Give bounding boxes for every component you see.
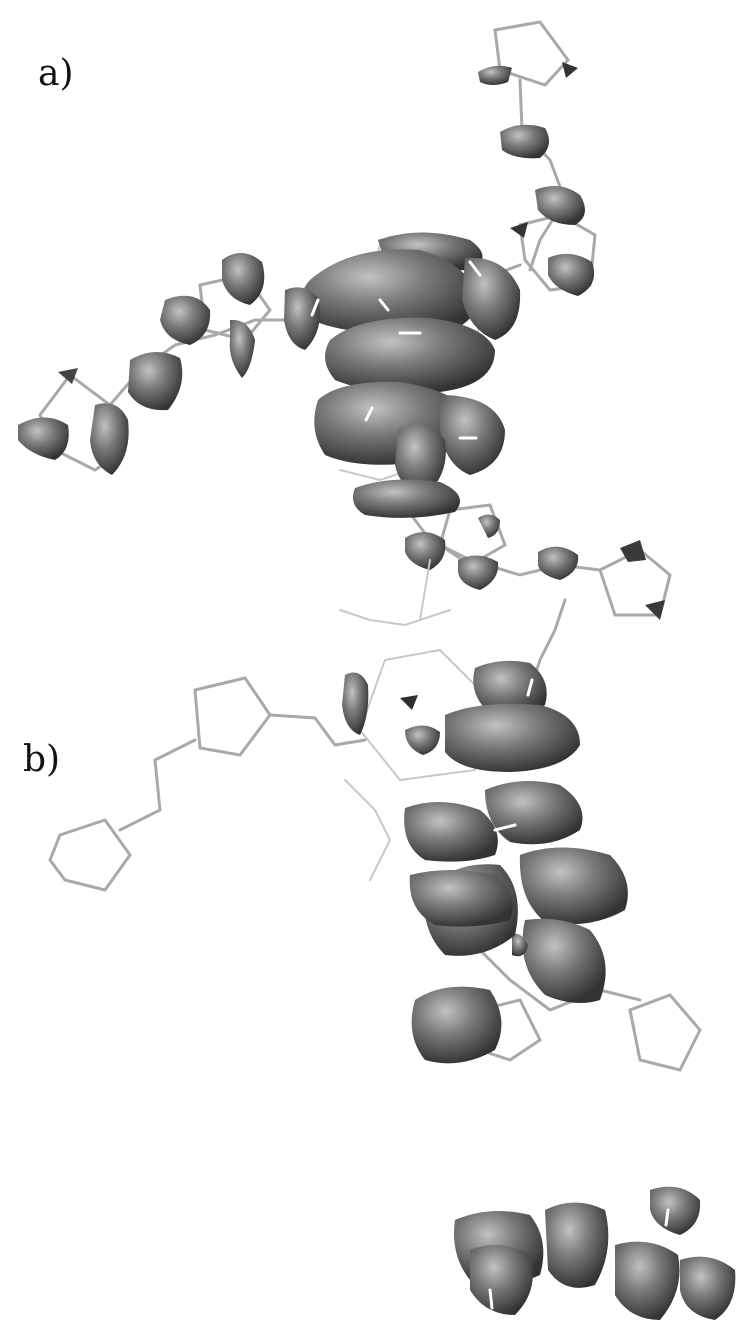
orbital-lobe (400, 695, 418, 710)
bond-chain-b1 (268, 713, 367, 747)
orbital-lobe (650, 1186, 701, 1235)
orbital-lobe (462, 257, 521, 340)
orbital-lobe (405, 531, 446, 570)
orbital-lobe (18, 417, 69, 460)
bond-highlight (310, 298, 320, 317)
bond-chain-a1 (518, 78, 567, 272)
orbital-lobe (445, 703, 580, 772)
orbital-lobe (512, 933, 528, 957)
substituent-b1 (339, 609, 451, 627)
bond-highlight (468, 260, 482, 277)
panel-b-label: b) (23, 739, 61, 780)
orbital-lobe (562, 62, 578, 78)
orbital-lobe (458, 555, 499, 590)
orbital-lobe (58, 368, 78, 384)
orbital-lobe (405, 725, 440, 755)
orbital-lobe (548, 253, 595, 296)
bond-highlight (488, 1288, 494, 1310)
bond-highlight (378, 298, 390, 312)
thiophene-ring-b5 (628, 993, 702, 1072)
orbital-lobe (404, 801, 498, 862)
orbital-lobe (440, 395, 505, 475)
panel-a-orbital-lobes (18, 62, 665, 620)
bond-highlight (493, 823, 517, 832)
orbital-lobe (522, 918, 606, 1004)
orbital-lobe (478, 65, 512, 85)
substituent-b2 (344, 779, 392, 881)
substituent-b3 (419, 559, 431, 621)
orbital-lobe (485, 781, 583, 845)
bond-highlight (664, 1208, 670, 1227)
orbital-lobe (538, 546, 579, 580)
orbital-lobe (473, 660, 547, 717)
orbital-lobe (301, 249, 480, 335)
bond-chain-b2 (118, 738, 197, 832)
orbital-lobe (90, 403, 129, 475)
bond-highlight (364, 406, 374, 422)
bond-highlight (476, 1084, 496, 1092)
orbital-lobe (342, 672, 369, 735)
orbital-lobe (128, 351, 183, 411)
panel-a-label: a) (38, 53, 74, 94)
thiophene-ring-b1 (193, 676, 272, 757)
orbital-lobe (160, 295, 211, 345)
panel-a-molecule (18, 20, 672, 620)
orbital-lobe (500, 124, 549, 159)
orbital-lobe (620, 540, 646, 562)
orbital-lobe (325, 317, 495, 393)
bond-highlight (596, 933, 608, 950)
orbital-lobe (615, 1241, 680, 1320)
orbital-lobe (229, 319, 255, 378)
orbital-lobe (409, 870, 513, 927)
orbital-lobe (535, 186, 585, 225)
orbital-lobe (470, 1245, 533, 1315)
orbital-lobe (545, 1202, 609, 1288)
orbital-lobe (510, 222, 528, 238)
orbital-lobe (478, 514, 500, 538)
orbital-lobe (395, 424, 446, 495)
panel-b-molecule (48, 559, 736, 1320)
thiophene-ring-a1 (493, 20, 570, 87)
orbital-lobe (352, 479, 460, 518)
orbital-lobe (222, 252, 265, 305)
panel-b-orbital-lobes (342, 660, 736, 1320)
orbital-lobe (645, 600, 665, 620)
panel-b-bonds (48, 559, 702, 1072)
bond-highlight (526, 678, 534, 697)
orbital-lobe (680, 1256, 736, 1320)
orbital-lobe (519, 847, 628, 925)
orbital-lobe (284, 287, 320, 350)
thiophene-ring-b2 (48, 818, 132, 892)
orbital-lobe (411, 986, 502, 1064)
